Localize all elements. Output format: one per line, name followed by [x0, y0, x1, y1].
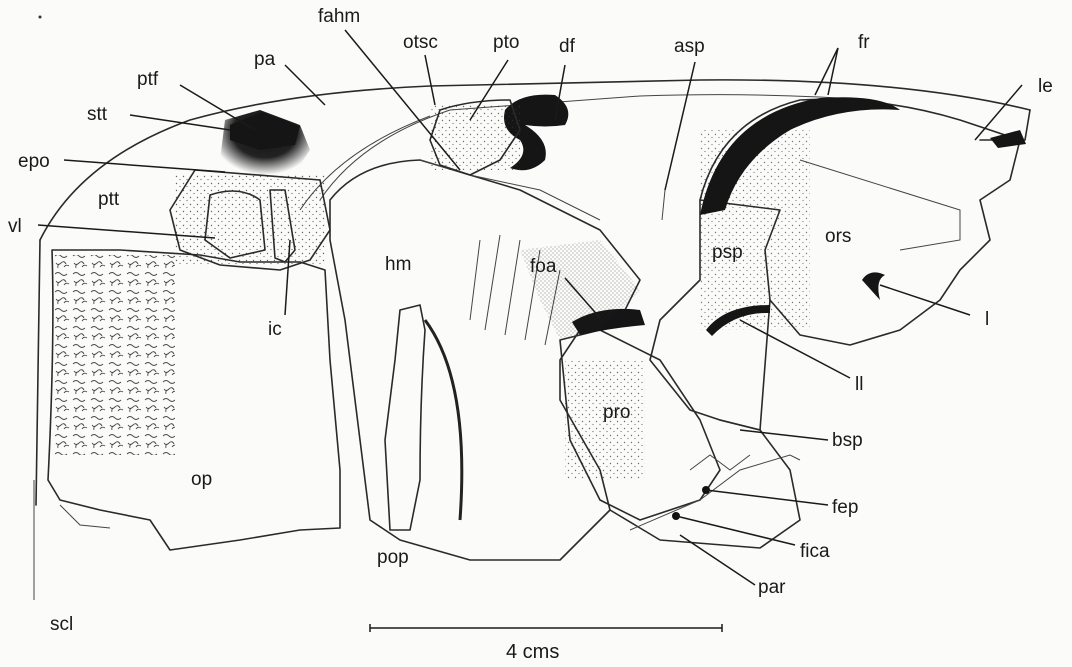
leader-fica	[676, 516, 795, 545]
leader-bsp	[740, 430, 828, 440]
label-op: op	[191, 469, 212, 490]
label-pa: pa	[254, 49, 276, 70]
leader-fep	[706, 490, 828, 505]
label-asp: asp	[674, 36, 705, 57]
label-l: l	[985, 309, 989, 330]
label-pop: pop	[377, 547, 409, 568]
label-otsc: otsc	[403, 32, 438, 53]
leader-stt	[130, 115, 230, 130]
label-foa: foa	[530, 256, 557, 277]
label-ic: ic	[268, 319, 282, 340]
leader-fr-2	[828, 48, 838, 95]
scale-bar-line	[370, 624, 722, 632]
stray-dot	[39, 16, 42, 19]
label-bsp: bsp	[832, 430, 863, 451]
label-ptf: ptf	[137, 69, 159, 90]
label-fica: fica	[800, 541, 830, 562]
label-vl: vl	[8, 216, 22, 237]
leader-otsc	[425, 55, 435, 105]
label-df: df	[559, 36, 576, 57]
label-fr: fr	[858, 32, 870, 53]
label-stt: stt	[87, 104, 108, 125]
label-par: par	[758, 577, 786, 598]
label-pro: pro	[603, 402, 630, 423]
label-fahm: fahm	[318, 6, 360, 27]
label-le: le	[1038, 76, 1053, 97]
leader-epo	[64, 160, 225, 172]
label-psp: psp	[712, 242, 743, 263]
label-ors: ors	[825, 226, 851, 247]
label-ptt: ptt	[98, 189, 120, 210]
label-ll: ll	[855, 374, 863, 395]
label-pto: pto	[493, 32, 519, 53]
leader-fr-1	[815, 48, 838, 95]
label-epo: epo	[18, 151, 50, 172]
label-fep: fep	[832, 497, 858, 518]
scale-bar-label: 4 cms	[506, 641, 559, 663]
label-scl: scl	[50, 614, 73, 635]
scale-bar: 4 cms	[370, 624, 722, 663]
label-hm: hm	[385, 254, 411, 275]
leader-par	[680, 535, 755, 585]
skull-outline	[34, 80, 1030, 600]
